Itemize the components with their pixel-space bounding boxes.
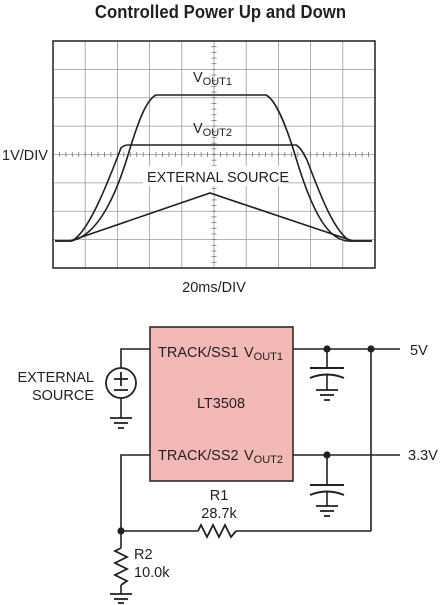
pin-vout1: VOUT1 bbox=[244, 345, 283, 363]
trace-external-source bbox=[55, 192, 372, 242]
output-5v-label: 5V bbox=[410, 343, 428, 359]
pin-track-ss2: TRACK/SS2 bbox=[158, 448, 239, 464]
vertical-scale-label: 1V/DIV bbox=[2, 148, 48, 164]
label-vout1: VOUT1 bbox=[193, 70, 232, 88]
r2-value: 10.0k bbox=[134, 565, 170, 581]
junction-dot-r1-r2 bbox=[117, 527, 125, 535]
junction-dot-5v bbox=[367, 345, 375, 353]
junction-dot-vout2-cap bbox=[323, 451, 331, 459]
r1-name: R1 bbox=[210, 488, 229, 504]
horizontal-scale-label: 20ms/DIV bbox=[182, 280, 246, 296]
r1-value: 28.7k bbox=[201, 506, 237, 522]
resistor-r2 bbox=[112, 547, 130, 586]
ic-label: LT3508 bbox=[197, 396, 245, 412]
ic-lt3508 bbox=[149, 326, 294, 482]
r2-name: R2 bbox=[134, 547, 153, 563]
output-3v3-label: 3.3V bbox=[408, 448, 438, 464]
pin-track-ss1: TRACK/SS1 bbox=[158, 345, 239, 361]
capacitor-vout1 bbox=[309, 367, 345, 379]
scope-grid bbox=[52, 40, 376, 269]
wires bbox=[120, 348, 400, 594]
capacitor-vout2 bbox=[309, 484, 345, 496]
figure-title: Controlled Power Up and Down bbox=[94, 1, 347, 22]
resistor-r1 bbox=[197, 522, 237, 540]
trace-vout1 bbox=[55, 94, 372, 242]
scope-border bbox=[52, 40, 376, 269]
pin-vout2: VOUT2 bbox=[244, 448, 283, 466]
trace-vout2 bbox=[55, 144, 372, 242]
label-vout2: VOUT2 bbox=[193, 121, 232, 139]
voltage-source-icon bbox=[105, 367, 137, 399]
junction-dot-vout1-cap bbox=[323, 345, 331, 353]
ground-icon bbox=[110, 593, 132, 604]
ground-icon bbox=[110, 417, 132, 429]
source-label-line1: EXTERNAL bbox=[17, 370, 94, 386]
ground-icon bbox=[316, 389, 338, 401]
label-external-source: EXTERNAL SOURCE bbox=[147, 170, 289, 186]
source-label-line2: SOURCE bbox=[32, 388, 94, 404]
ground-icon bbox=[316, 505, 338, 517]
